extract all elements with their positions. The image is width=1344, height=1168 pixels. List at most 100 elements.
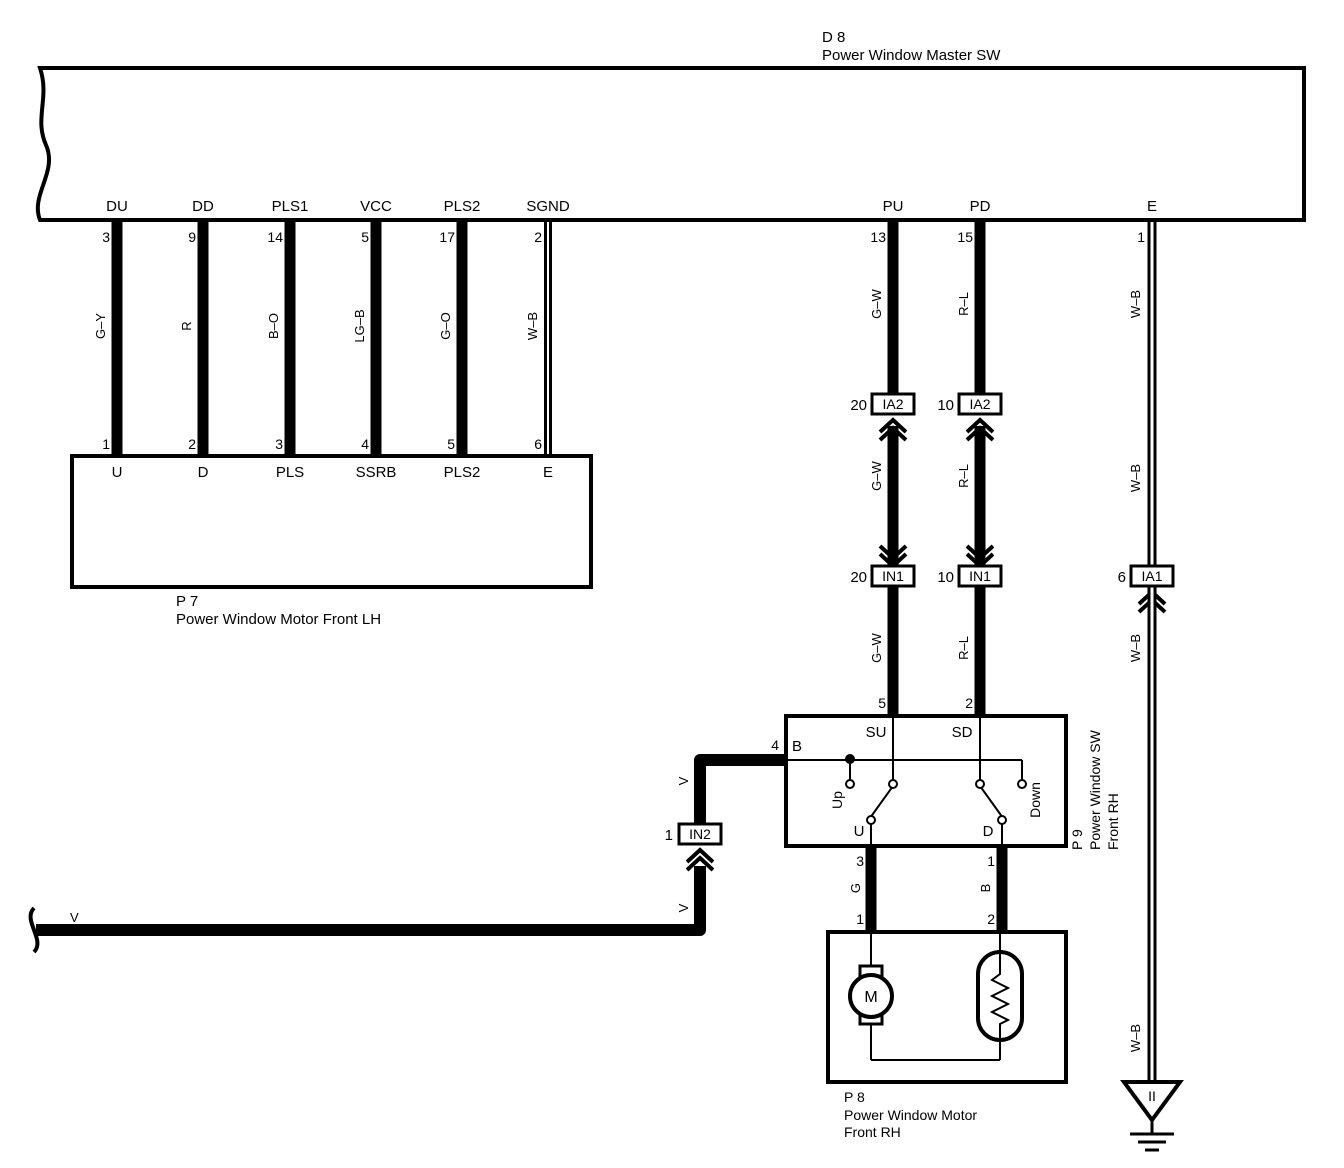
motor-lh-pin-pls2: 5: [447, 436, 455, 452]
switch-rh-pin-su: 5: [878, 695, 886, 711]
pin-pu: 13: [870, 229, 886, 245]
pin-pls1: 14: [267, 229, 283, 245]
wire-label-e-a: W–B: [1128, 290, 1143, 318]
wire-label-v-a: V: [70, 910, 79, 925]
pin-e: 1: [1137, 229, 1145, 245]
wire-label-pu-a: G–W: [869, 288, 884, 318]
motor-lh-terminal-u: U: [112, 464, 123, 481]
motor-lh-box: [70, 454, 593, 589]
wire-label-pu-b: G–W: [869, 460, 884, 490]
wire-label-v-c: V: [676, 776, 691, 785]
motor-rh-name-line2: Front RH: [844, 1124, 901, 1140]
terminal-vcc: VCC: [360, 198, 392, 215]
motor-lh-terminal-e: E: [543, 464, 553, 481]
connector-in1-pu-name: IN1: [882, 568, 904, 584]
motor-lh-terminal-pls: PLS: [276, 464, 304, 481]
terminal-sgnd: SGND: [526, 198, 570, 215]
connector-ia1-pin: 6: [1118, 569, 1126, 586]
ground-icon: [1120, 1080, 1184, 1152]
wire-label-pd-c: R–L: [956, 636, 971, 660]
wire-v-break-icon: [28, 906, 40, 954]
wire-label-md: B: [978, 884, 993, 893]
switch-rh-terminal-d: D: [983, 823, 994, 840]
wire-label-dd: R: [179, 321, 194, 330]
motor-lh-terminal-d: D: [198, 464, 209, 481]
switch-rh-terminal-su: SU: [866, 724, 887, 741]
motor-lh-name: Power Window Motor Front LH: [176, 611, 381, 628]
switch-rh-box: [784, 714, 1068, 848]
switch-rh-label-down: Down: [1027, 782, 1043, 818]
terminal-pu: PU: [883, 198, 904, 215]
switch-rh-name-line1: Power Window SW: [1087, 729, 1103, 850]
motor-lh-pin-ssrb: 4: [361, 436, 369, 452]
wire-label-vcc: LG–B: [352, 309, 367, 342]
motor-rh-name-line1: Power Window Motor: [844, 1107, 977, 1123]
connector-in1-pu-pin: 20: [850, 569, 867, 586]
motor-symbol: M: [864, 989, 877, 1006]
terminal-pls2: PLS2: [444, 198, 481, 215]
motor-lh-pin-u: 1: [102, 436, 110, 452]
wire-label-e-d: W–B: [1128, 1024, 1143, 1052]
connector-ia2-pd-name: IA2: [969, 396, 990, 412]
connector-ia2-pu-pin: 20: [850, 397, 867, 414]
motor-lh-terminal-ssrb: SSRB: [356, 464, 397, 481]
wire-label-sgnd: W–B: [525, 312, 540, 340]
wire-label-pls2: G–O: [438, 312, 453, 339]
connector-in2: IN2 1: [665, 822, 723, 846]
motor-rh-wiring: [870, 932, 1011, 1061]
connector-ia2-pd: IA2 10: [937, 392, 1003, 416]
master-switch-name: Power Window Master SW: [822, 47, 1001, 64]
motor-icon: M: [848, 964, 894, 1026]
connector-ia2-pd-pin: 10: [937, 397, 954, 414]
switch-rh-label-up: Up: [829, 791, 845, 809]
pin-vcc: 5: [361, 229, 369, 245]
motor-rh-pin-1: 1: [856, 911, 864, 927]
wire-label-e-c: W–B: [1128, 634, 1143, 662]
wire-label-v-b: V: [676, 903, 691, 912]
switch-rh-terminal-b: B: [792, 738, 802, 755]
terminal-e: E: [1147, 198, 1157, 215]
connector-in2-name: IN2: [689, 826, 711, 842]
motor-lh-pin-e: 6: [534, 436, 542, 452]
switch-rh-id: P 9: [1069, 829, 1085, 850]
master-switch-id: D 8: [822, 29, 845, 46]
switch-rh-pin-sd: 2: [965, 695, 973, 711]
pin-du: 3: [102, 229, 110, 245]
terminal-pd: PD: [970, 198, 991, 215]
connector-in1-pd-name: IN1: [969, 568, 991, 584]
motor-lh-id: P 7: [176, 593, 198, 610]
ground-symbol-label: II: [1148, 1088, 1156, 1104]
terminal-pls1: PLS1: [272, 198, 309, 215]
switch-rh-contact-points: [845, 754, 1027, 825]
connector-ia1-name: IA1: [1141, 568, 1162, 584]
pin-dd: 9: [188, 229, 196, 245]
switch-rh-contacts: [788, 718, 1023, 846]
pin-sgnd: 2: [534, 229, 542, 245]
switch-rh-terminal-u: U: [854, 823, 865, 840]
motor-rh-id: P 8: [844, 1089, 865, 1105]
master-switch-box: [35, 66, 1306, 222]
connector-in1-pu: IN1 20: [850, 564, 916, 588]
pin-pd: 15: [957, 229, 973, 245]
switch-rh-pin-u: 3: [856, 853, 864, 869]
pin-pls2: 17: [439, 229, 455, 245]
switch-rh-pin-d: 1: [987, 853, 995, 869]
wire-label-pls1: B–O: [266, 313, 281, 339]
wire-label-mu: G: [848, 883, 863, 893]
motor-rh-pin-2: 2: [987, 911, 995, 927]
wire-label-pd-b: R–L: [956, 464, 971, 488]
motor-lh-terminal-pls2: PLS2: [444, 464, 481, 481]
terminal-du: DU: [106, 198, 128, 215]
wire-label-pd-a: R–L: [956, 292, 971, 316]
motor-lh-pin-d: 2: [188, 436, 196, 452]
connector-ia1: IA1 6: [1118, 564, 1175, 588]
switch-rh-pin-b: 4: [771, 737, 779, 753]
connector-ia2-pu-name: IA2: [882, 396, 903, 412]
connector-ia2-pu: IA2 20: [850, 392, 916, 416]
switch-rh-name-line2: Front RH: [1105, 793, 1121, 850]
connector-in1-pd-pin: 10: [937, 569, 954, 586]
wire-label-e-b: W–B: [1128, 464, 1143, 492]
resistor-icon: [976, 950, 1024, 1042]
motor-lh-pin-pls: 3: [275, 436, 283, 452]
